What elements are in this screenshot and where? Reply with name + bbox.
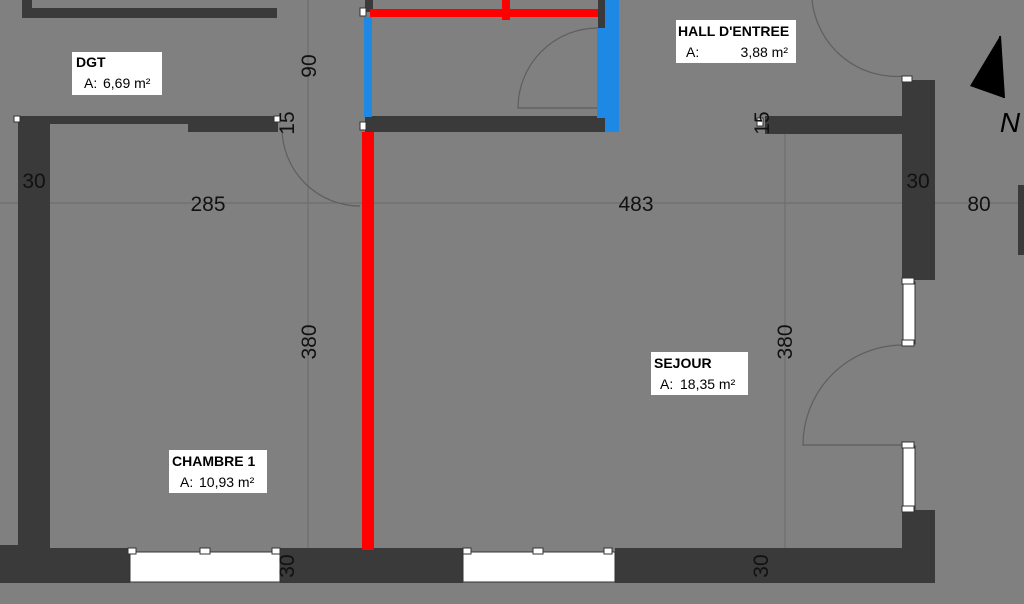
dim-bottom-wall-left: 30 bbox=[276, 554, 299, 577]
dim-chambre-width: 285 bbox=[190, 193, 225, 216]
new-wall-right-edge bbox=[605, 0, 619, 132]
wall-hall-top bbox=[365, 0, 373, 12]
wall-right-edge bbox=[1018, 185, 1024, 255]
dim-sejour-width: 483 bbox=[618, 193, 653, 216]
new-wall-left bbox=[364, 17, 372, 117]
demolished-walls bbox=[362, 0, 598, 550]
dim-chambre-height: 380 bbox=[298, 324, 321, 359]
room-name-chambre1: CHAMBRE 1 bbox=[172, 453, 255, 469]
dimension-guides bbox=[0, 0, 1024, 580]
demolished-wall-vertical bbox=[362, 132, 374, 550]
room-area-hall: 3,88 m² bbox=[741, 44, 789, 60]
room-name-sejour: SEJOUR bbox=[654, 355, 712, 371]
dim-partition-left: 15 bbox=[276, 111, 299, 134]
demolished-wall-top-post bbox=[502, 0, 510, 20]
dim-sejour-height: 380 bbox=[774, 324, 797, 359]
wall-top-left bbox=[22, 8, 277, 18]
dim-right-wall: 30 bbox=[906, 170, 929, 193]
dim-left-wall: 30 bbox=[22, 170, 45, 193]
door-swing-hall bbox=[517, 27, 599, 109]
room-area-dgt: 6,69 m² bbox=[103, 75, 151, 91]
walls bbox=[0, 0, 1024, 583]
wall-bottom-right bbox=[615, 548, 935, 583]
dim-partition-right: 15 bbox=[751, 111, 774, 134]
dim-dgt-depth: 90 bbox=[298, 54, 321, 77]
new-walls bbox=[364, 0, 619, 132]
wall-hall-partition bbox=[365, 116, 605, 132]
north-arrow: N bbox=[970, 35, 1021, 138]
door-swings bbox=[281, 0, 906, 446]
room-area-chambre1-prefix: A: bbox=[180, 474, 193, 490]
room-name-hall: HALL D'ENTREE bbox=[678, 23, 789, 39]
wall-bottom-left bbox=[0, 548, 130, 583]
room-area-hall-prefix: A: bbox=[686, 44, 699, 60]
north-arrow-icon bbox=[970, 36, 1004, 98]
north-label: N bbox=[1000, 107, 1021, 138]
dim-right-outside: 80 bbox=[967, 193, 990, 216]
windows bbox=[13, 7, 916, 583]
wall-dgt-chambre-end bbox=[188, 116, 278, 132]
wall-top-right bbox=[765, 116, 935, 134]
window-chambre bbox=[129, 551, 281, 583]
wall-hall-top-right bbox=[598, 0, 606, 28]
room-label-hall: HALL D'ENTREE A: 3,88 m² bbox=[676, 20, 796, 63]
wall-dgt-chambre bbox=[18, 116, 190, 124]
window-sejour-right-2 bbox=[902, 445, 916, 511]
wall-left bbox=[18, 116, 50, 550]
wall-bottom-middle bbox=[280, 548, 463, 583]
room-area-chambre1: 10,93 m² bbox=[199, 474, 255, 490]
window-sejour-right-1 bbox=[902, 281, 916, 345]
room-label-dgt: DGT A: 6,69 m² bbox=[72, 52, 162, 95]
new-wall-right bbox=[597, 28, 605, 118]
wall-right-upper bbox=[902, 80, 935, 280]
wall-top-left-end bbox=[22, 0, 32, 18]
room-label-sejour: SEJOUR A: 18,35 m² bbox=[651, 352, 748, 395]
dimension-labels: 285 483 80 30 30 380 380 90 15 15 30 30 bbox=[22, 54, 990, 577]
door-swing-top-right bbox=[811, 0, 906, 78]
room-area-sejour: 18,35 m² bbox=[680, 376, 736, 392]
window-sejour-bottom bbox=[462, 551, 616, 583]
room-area-dgt-prefix: A: bbox=[84, 75, 97, 91]
room-area-sejour-prefix: A: bbox=[660, 376, 673, 392]
demolished-wall-top bbox=[370, 9, 598, 17]
dim-bottom-wall-right: 30 bbox=[750, 554, 773, 577]
door-swing-dgt bbox=[281, 127, 361, 207]
room-name-dgt: DGT bbox=[76, 54, 106, 70]
door-swing-sejour-window bbox=[802, 344, 904, 446]
room-label-chambre1: CHAMBRE 1 A: 10,93 m² bbox=[169, 450, 267, 493]
wall-right-lower bbox=[902, 510, 935, 583]
